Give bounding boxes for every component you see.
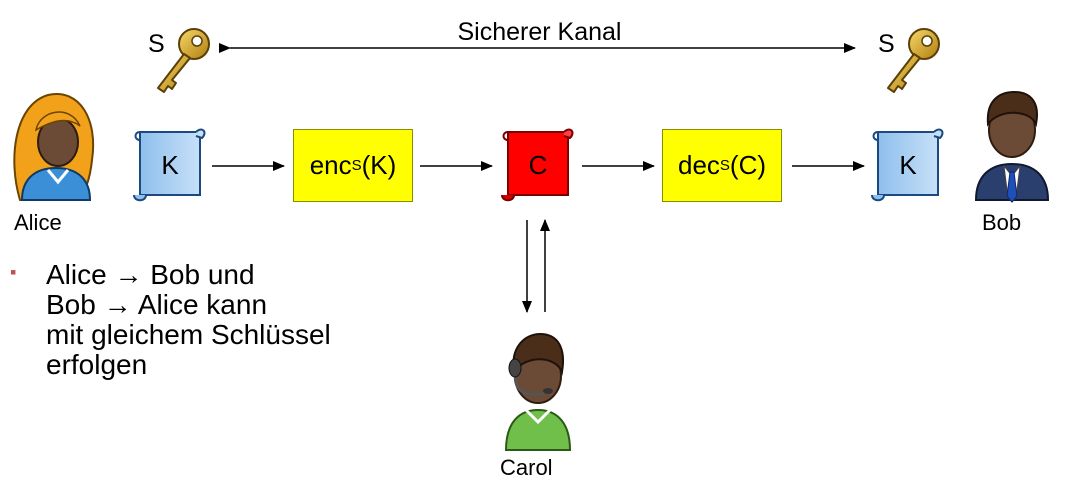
dec-prefix: dec — [677, 150, 720, 180]
secure-channel-label: Sicherer Kanal — [457, 18, 622, 46]
carol-label: Carol — [500, 455, 553, 480]
key-left-icon — [157, 28, 210, 93]
enc-suffix: (K) — [361, 150, 397, 180]
bob-label: Bob — [982, 210, 1022, 235]
dec-key-subscript: S — [719, 157, 730, 174]
plaintext-left-label: K — [161, 150, 179, 180]
alice-label: Alice — [14, 210, 62, 235]
bullet-line: Bob → Alice kann — [46, 289, 268, 320]
key-left-label: S — [148, 30, 165, 58]
bullet-line: Alice → Bob und — [46, 259, 255, 290]
ciphertext-label: C — [528, 150, 548, 180]
alice-avatar-icon — [13, 93, 95, 201]
key-right-icon — [887, 28, 940, 93]
plaintext-scroll-right-icon — [871, 128, 944, 202]
enc-key-subscript: S — [351, 157, 362, 174]
enc-prefix: enc — [309, 150, 352, 180]
bullet-line: erfolgen — [46, 349, 148, 380]
dec-suffix: (C) — [729, 150, 767, 180]
bullet-text-block: Alice → Bob und Bob → Alice kann mit gle… — [46, 260, 331, 380]
plaintext-right-label: K — [899, 150, 917, 180]
bob-avatar-icon — [974, 90, 1050, 203]
key-right-label: S — [878, 30, 895, 58]
ciphertext-scroll-icon — [501, 128, 574, 202]
bullet-marker: ▪ — [10, 262, 17, 282]
bullet-line: mit gleichem Schlüssel — [46, 319, 331, 350]
carol-avatar-icon — [504, 332, 572, 451]
plaintext-scroll-left-icon — [133, 128, 206, 202]
